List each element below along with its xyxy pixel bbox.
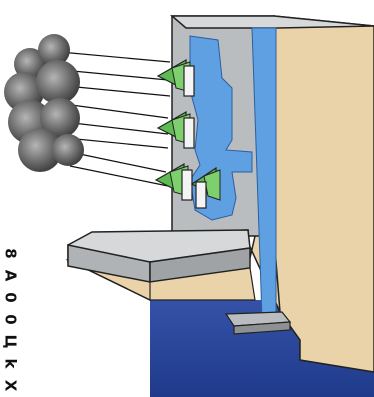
side-letter: 0 xyxy=(3,314,18,324)
storm-cloud-icon xyxy=(4,34,84,172)
side-letter: X xyxy=(2,380,17,392)
side-letter: 0 xyxy=(3,292,18,302)
side-lettering: 8 A 0 0 Ц k X xyxy=(3,246,17,393)
tower-side-face xyxy=(274,16,374,372)
tower-top xyxy=(172,16,374,28)
side-letter: A xyxy=(2,270,17,282)
side-letter: 8 xyxy=(3,248,18,258)
side-letter: k xyxy=(2,359,17,369)
side-letter: Ц xyxy=(2,335,17,349)
